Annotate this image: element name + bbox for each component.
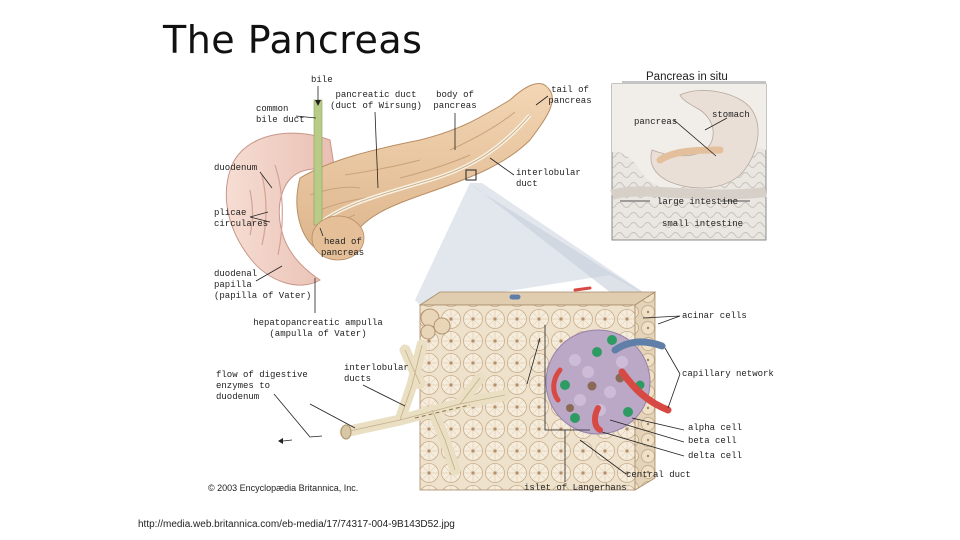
leader-lines (249, 86, 685, 482)
duodenal-papilla-label-line3: (papilla of Vater) (214, 291, 311, 301)
flow-of-enzymes-label-line2: enzymes to (216, 381, 270, 391)
interlobular-duct-label-line2: duct (516, 179, 538, 189)
tail-of-pancreas-label-line2: pancreas (548, 96, 591, 106)
inset-title: Pancreas in situ (646, 71, 728, 83)
hepatopancreatic-ampulla-label-line1: hepatopancreatic ampulla (253, 318, 383, 328)
inset-small-intestine-label: small intestine (662, 219, 743, 229)
bile-label: bile (311, 75, 333, 85)
duodenal-papilla-label-line2: papilla (214, 280, 252, 290)
beta-cell-label: beta cell (688, 436, 737, 446)
duodenum-label: duodenum (214, 163, 257, 173)
pancreatic-duct-label-line1: pancreatic duct (335, 90, 416, 100)
plicae-circulares-label-line2: circulares (214, 219, 268, 229)
enzyme-flow-arrow (414, 404, 471, 419)
tissue-block-top (418, 291, 657, 306)
capillary-network-label: capillary network (682, 369, 774, 379)
common-bile-duct-label-line1: common (256, 104, 288, 114)
interlobular-duct-label-line1: interlobular (516, 168, 581, 178)
plicae-folds (249, 164, 283, 256)
acinar-lobules (420, 308, 451, 340)
acinar-cells-label: acinar cells (682, 311, 747, 321)
interlobular-ducts-label-line2: ducts (344, 374, 371, 384)
magnified-region-marker (465, 169, 477, 181)
inset-stomach-label: stomach (712, 110, 750, 120)
duodenum-shape (225, 132, 336, 286)
delta-cell-label: delta cell (688, 451, 742, 461)
common-bile-duct-shape (313, 99, 323, 226)
body-of-pancreas-label-line2: pancreas (433, 101, 476, 111)
alpha-cell-label: alpha cell (688, 423, 742, 433)
head-of-pancreas-label-line2: pancreas (321, 248, 364, 258)
capillary-artery (618, 368, 672, 414)
source-url: http://media.web.britannica.com/eb-media… (138, 519, 455, 530)
body-of-pancreas-label-line1: body of (436, 90, 474, 100)
islet-of-langerhans-label: islet of Langerhans (524, 483, 627, 493)
inset-large-intestine-label: large intestine (657, 197, 738, 207)
inset-pancreas-label: pancreas (634, 117, 677, 127)
common-bile-duct-label-line2: bile duct (256, 115, 305, 125)
pancreatic-duct-label-line2: (duct of Wirsung) (330, 101, 422, 111)
copyright-notice: © 2003 Encyclopædia Britannica, Inc. (208, 483, 359, 493)
head-of-pancreas-label-line1: head of (324, 237, 362, 247)
page-title: The Pancreas (163, 18, 423, 62)
flow-of-enzymes-label-line1: flow of digestive (216, 370, 308, 380)
interlobular-ducts-label-line1: interlobular (344, 363, 409, 373)
flow-of-enzymes-label-line3: duodenum (216, 392, 259, 402)
tail-of-pancreas-label-line1: tail of (551, 85, 589, 95)
pancreas-lobule-lines (309, 111, 516, 231)
duodenal-papilla-label-line1: duodenal (214, 269, 257, 279)
capillary-vein (611, 338, 666, 354)
inset-panel (610, 83, 767, 241)
hepatopancreatic-ampulla-label-line2: (ampulla of Vater) (269, 329, 366, 339)
pancreas-head-shape (311, 215, 365, 261)
central-duct-label: central duct (626, 470, 691, 480)
plicae-circulares-label-line1: plicae (214, 208, 246, 218)
